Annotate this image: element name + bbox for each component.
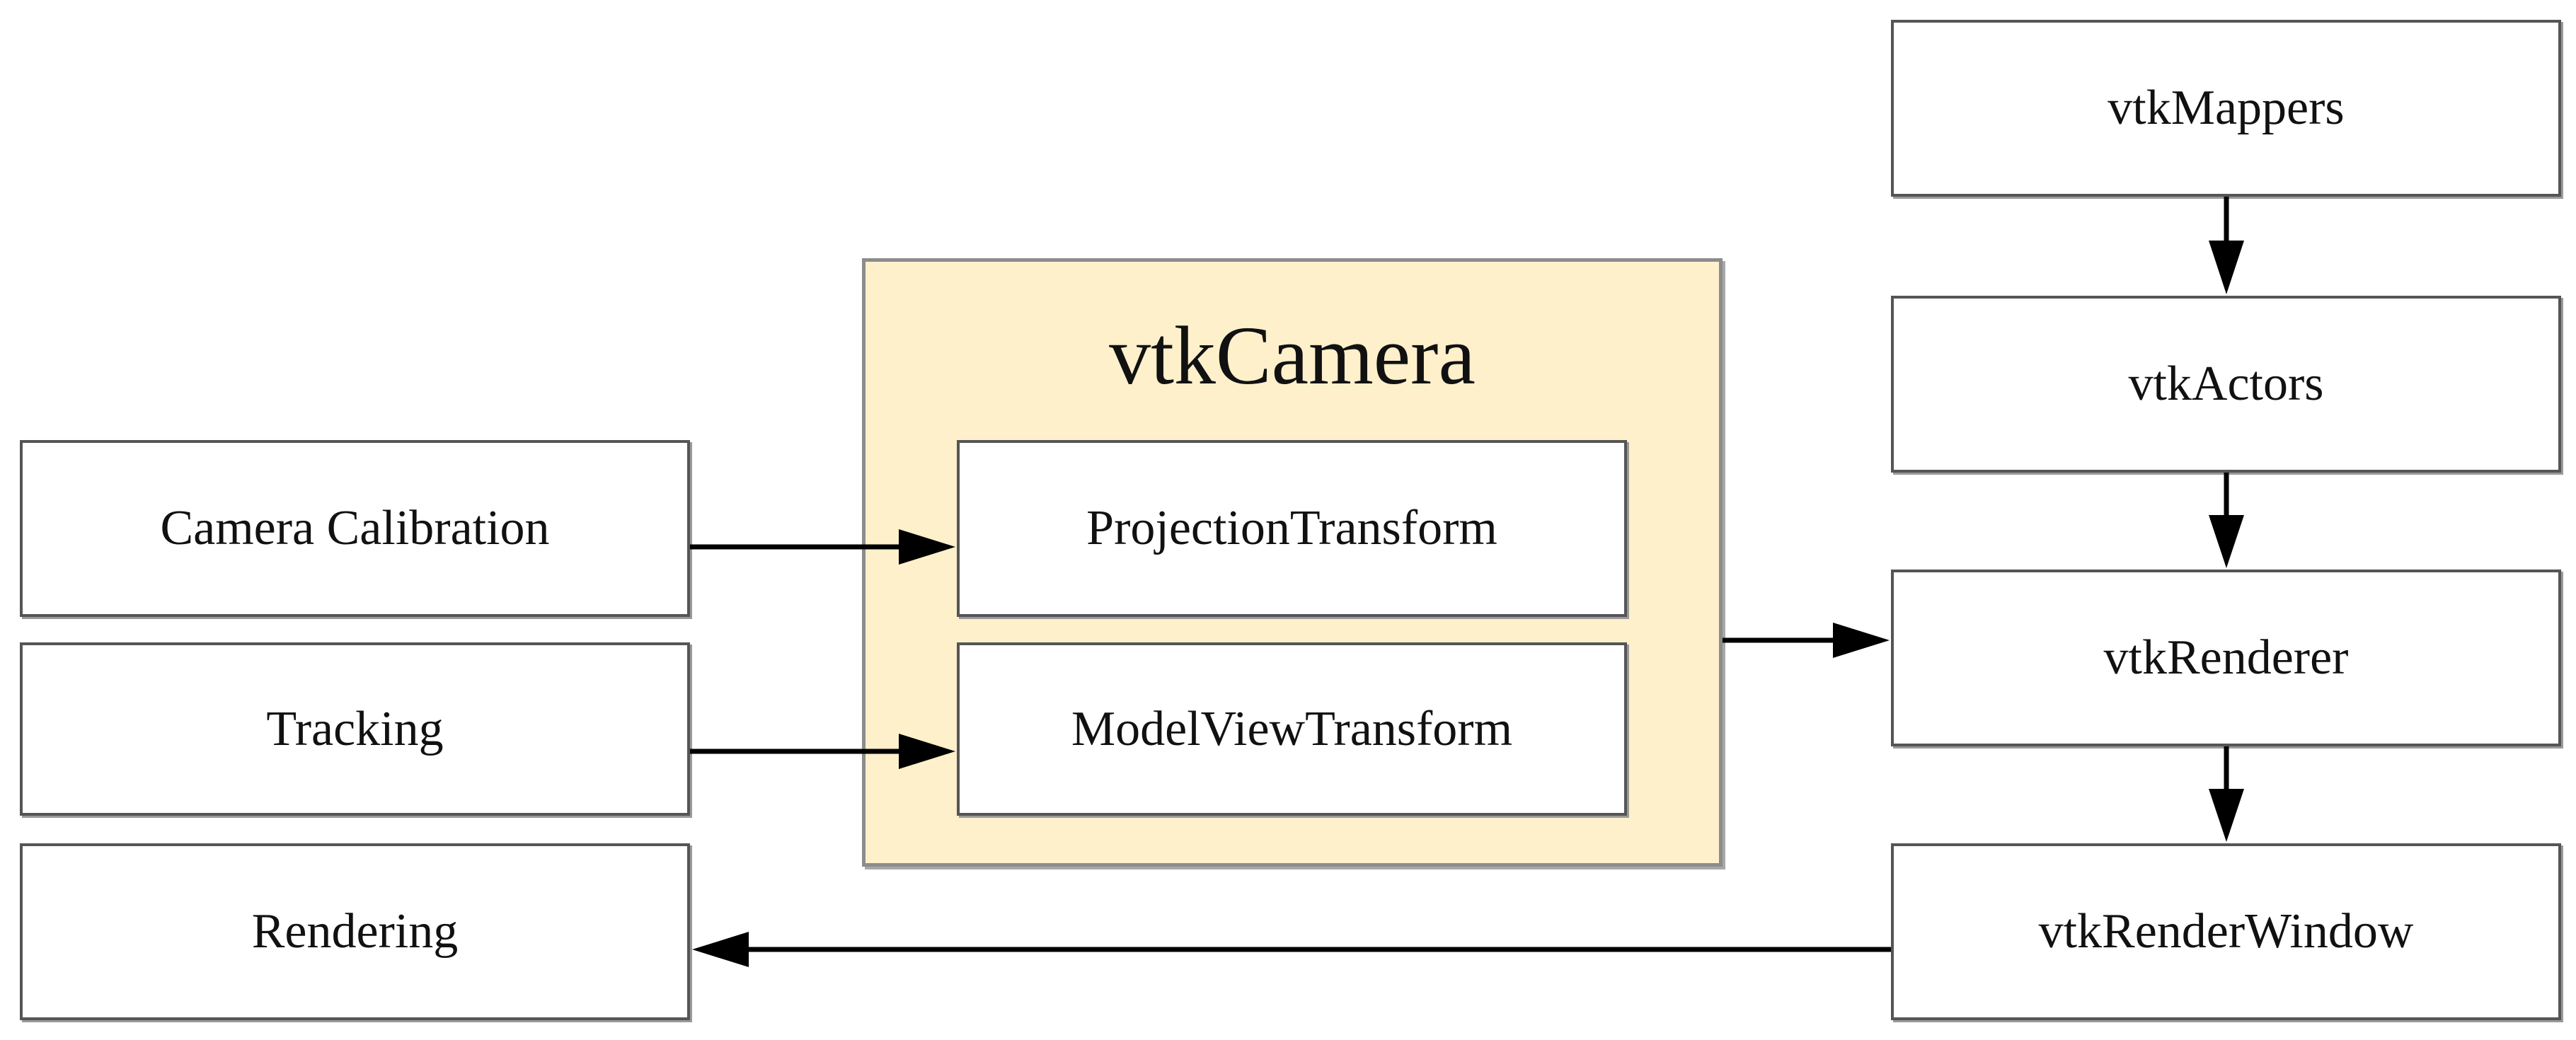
node-label: vtkMappers xyxy=(2108,81,2345,135)
node-vtk-mappers: vtkMappers xyxy=(1891,20,2561,197)
node-label: vtkRenderer xyxy=(2103,630,2349,685)
node-label: ProjectionTransform xyxy=(1086,501,1497,555)
node-vtk-actors: vtkActors xyxy=(1891,296,2561,473)
arrow-renderer-to-window-head xyxy=(2209,789,2244,842)
vtk-camera-title: vtkCamera xyxy=(1109,309,1476,402)
node-rendering: Rendering xyxy=(20,843,690,1020)
node-vtk-render-window: vtkRenderWindow xyxy=(1891,843,2561,1020)
node-label: vtkRenderWindow xyxy=(2038,904,2414,959)
node-label: vtkActors xyxy=(2128,357,2324,411)
node-label: Tracking xyxy=(266,701,444,756)
arrow-mappers-to-actors-head xyxy=(2209,241,2244,294)
node-tracking: Tracking xyxy=(20,642,690,816)
arrow-tracking-to-modelview-head xyxy=(899,734,955,769)
node-label: ModelViewTransform xyxy=(1071,701,1513,756)
node-camera-calibration: Camera Calibration xyxy=(20,440,690,617)
arrow-window-to-rendering-head xyxy=(692,932,749,967)
arrow-calibration-to-projection-head xyxy=(899,529,955,565)
arrow-actors-to-renderer-head xyxy=(2209,515,2244,568)
node-vtk-renderer: vtkRenderer xyxy=(1891,570,2561,746)
node-modelview-transform: ModelViewTransform xyxy=(957,642,1627,816)
node-label: Rendering xyxy=(251,904,459,959)
arrow-camera-to-renderer-head xyxy=(1833,623,1890,658)
node-projection-transform: ProjectionTransform xyxy=(957,440,1627,617)
node-label: Camera Calibration xyxy=(160,501,550,555)
